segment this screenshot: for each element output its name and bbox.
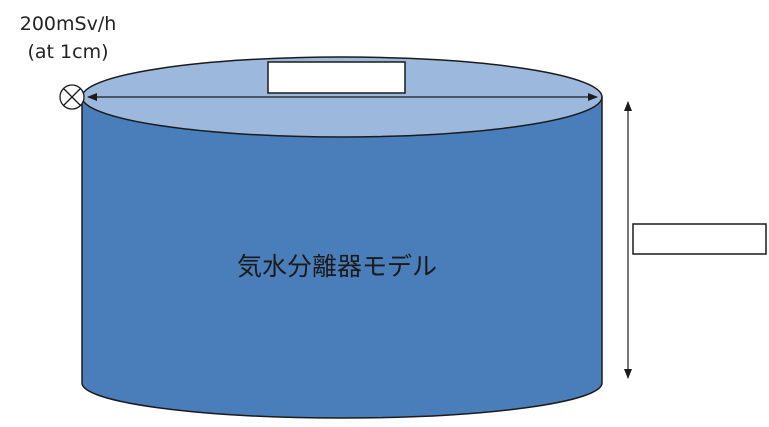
cylinder-side	[81, 96, 603, 419]
diameter-value-box	[267, 61, 406, 94]
circle-cross-icon	[59, 84, 85, 110]
cylinder-label: 気水分離器モデル	[237, 252, 437, 281]
height-value-box	[632, 223, 767, 255]
dose-measurement-distance-label: (at 1cm)	[27, 41, 108, 63]
dose-rate-label: 200mSv/h	[20, 13, 117, 35]
